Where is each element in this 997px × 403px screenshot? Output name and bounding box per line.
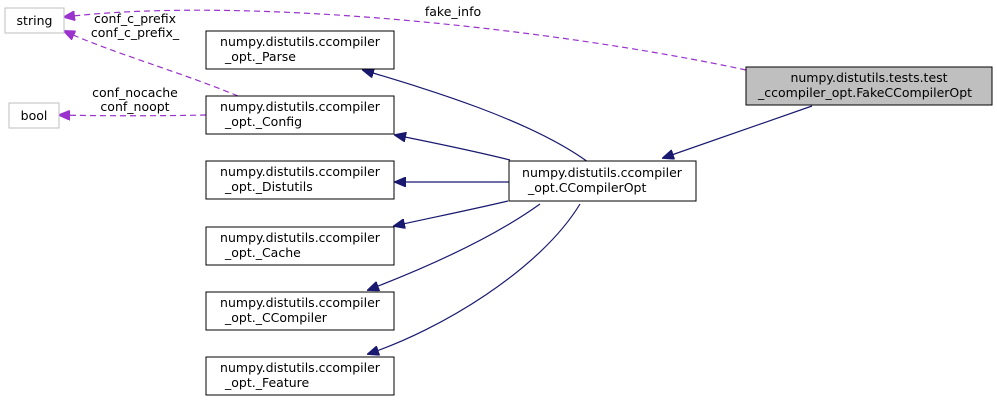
svg-text:numpy.distutils.ccompiler: numpy.distutils.ccompiler (522, 165, 683, 180)
svg-text:_opt._Cache: _opt._Cache (224, 245, 301, 260)
edge-ccompileropt-to-cache (394, 200, 509, 226)
edge-config-to-bool (59, 115, 207, 116)
edge-ccompileropt-to-parse (363, 70, 589, 163)
svg-text:numpy.distutils.ccompiler: numpy.distutils.ccompiler (220, 295, 381, 310)
edge-ccompileropt-to-config (395, 135, 511, 161)
edge-ccompileropt-to-ccompiler (368, 203, 541, 290)
svg-text:_opt._Feature: _opt._Feature (224, 375, 310, 390)
node-parse[interactable]: numpy.distutils.ccompiler _opt._Parse (205, 30, 395, 70)
node-bool[interactable]: bool (8, 102, 60, 129)
edge-config-to-string (64, 31, 239, 97)
node-ccompileropt[interactable]: numpy.distutils.ccompiler _opt.CCompiler… (508, 160, 697, 202)
edge-label-conf-nocache: conf_nocache (92, 85, 178, 100)
svg-text:numpy.distutils.tests.test: numpy.distutils.tests.test (790, 70, 947, 85)
svg-text:numpy.distutils.ccompiler: numpy.distutils.ccompiler (220, 164, 381, 179)
node-feature[interactable]: numpy.distutils.ccompiler _opt._Feature (205, 356, 395, 396)
node-cache[interactable]: numpy.distutils.ccompiler _opt._Cache (205, 226, 395, 266)
edge-label-conf-c-prefix: conf_c_prefix (94, 11, 176, 26)
svg-text:_opt.CCompilerOpt: _opt.CCompilerOpt (527, 180, 646, 195)
node-distutils[interactable]: numpy.distutils.ccompiler _opt._Distutil… (205, 160, 395, 200)
edge-label-conf-noopt: conf_noopt (100, 99, 169, 114)
node-config[interactable]: numpy.distutils.ccompiler _opt._Config (205, 95, 395, 135)
svg-text:numpy.distutils.ccompiler: numpy.distutils.ccompiler (220, 99, 381, 114)
node-string[interactable]: string (4, 7, 65, 34)
svg-text:_ccompiler_opt.FakeCCompilerOp: _ccompiler_opt.FakeCCompilerOpt (757, 85, 972, 100)
node-ccompiler[interactable]: numpy.distutils.ccompiler _opt._CCompile… (205, 291, 395, 331)
svg-text:bool: bool (21, 108, 48, 123)
svg-text:_opt._Config: _opt._Config (224, 114, 302, 129)
svg-text:numpy.distutils.ccompiler: numpy.distutils.ccompiler (220, 230, 381, 245)
svg-text:_opt._Parse: _opt._Parse (224, 49, 296, 64)
edge-fake-to-ccompileropt (663, 105, 813, 158)
node-fake-ccompiler-opt[interactable]: numpy.distutils.tests.test _ccompiler_op… (745, 66, 993, 106)
svg-text:_opt._Distutils: _opt._Distutils (224, 179, 313, 194)
edge-label-conf-c-prefix-underscore: conf_c_prefix_ (91, 25, 180, 40)
svg-text:_opt._CCompiler: _opt._CCompiler (224, 310, 328, 325)
edge-fake-to-string (64, 9, 747, 71)
edge-ccompileropt-to-feature (368, 203, 581, 354)
edge-label-fake-info: fake_info (425, 4, 481, 19)
svg-text:numpy.distutils.ccompiler: numpy.distutils.ccompiler (220, 360, 381, 375)
svg-text:string: string (17, 13, 53, 28)
svg-text:numpy.distutils.ccompiler: numpy.distutils.ccompiler (220, 34, 381, 49)
